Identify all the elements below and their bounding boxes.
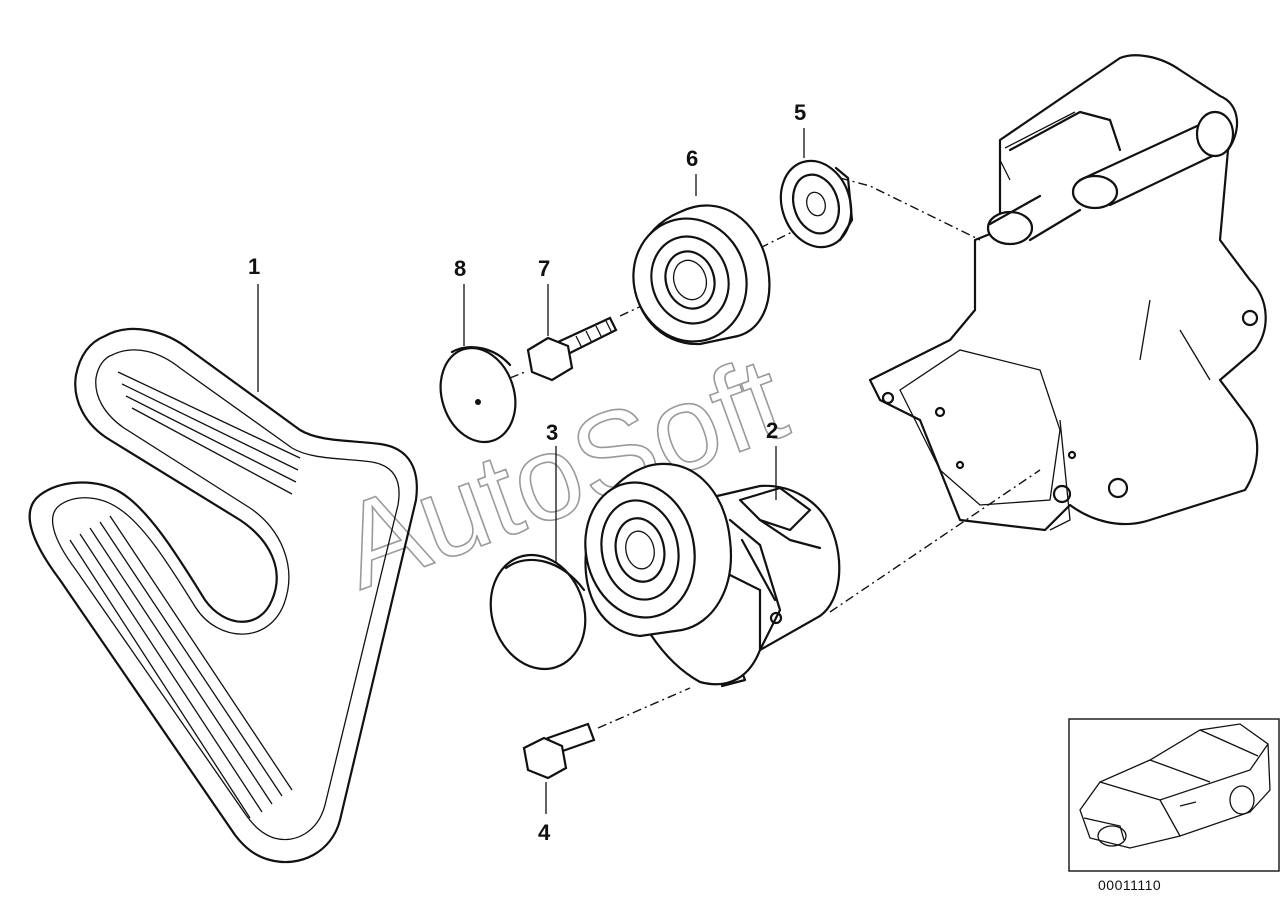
pulley-bolt[interactable]: [526, 284, 618, 382]
callout-4: 4: [538, 820, 551, 845]
centerline-lower: [597, 469, 1041, 729]
belt-tensioner[interactable]: [573, 446, 841, 688]
callout-6: 6: [686, 146, 698, 171]
vehicle-thumbnail: [1068, 718, 1280, 872]
idler-pulley[interactable]: [618, 174, 771, 356]
tensioner-pulley-cap[interactable]: [476, 446, 599, 681]
callout-8: 8: [454, 256, 466, 281]
callout-3: 3: [546, 420, 558, 445]
idler-pulley-cap[interactable]: [429, 284, 527, 452]
diagram-id: 00011110: [1098, 877, 1161, 893]
drive-belt[interactable]: [28, 284, 418, 864]
callout-1: 1: [248, 254, 260, 279]
tensioner-bolt[interactable]: [522, 722, 596, 814]
pulley-flange[interactable]: [770, 128, 862, 256]
car-icon: [1079, 723, 1271, 849]
centerline-upper: [509, 177, 981, 379]
callout-5: 5: [794, 100, 806, 125]
callout-7: 7: [538, 256, 550, 281]
mounting-bracket: [868, 54, 1267, 532]
callout-2: 2: [766, 418, 778, 443]
